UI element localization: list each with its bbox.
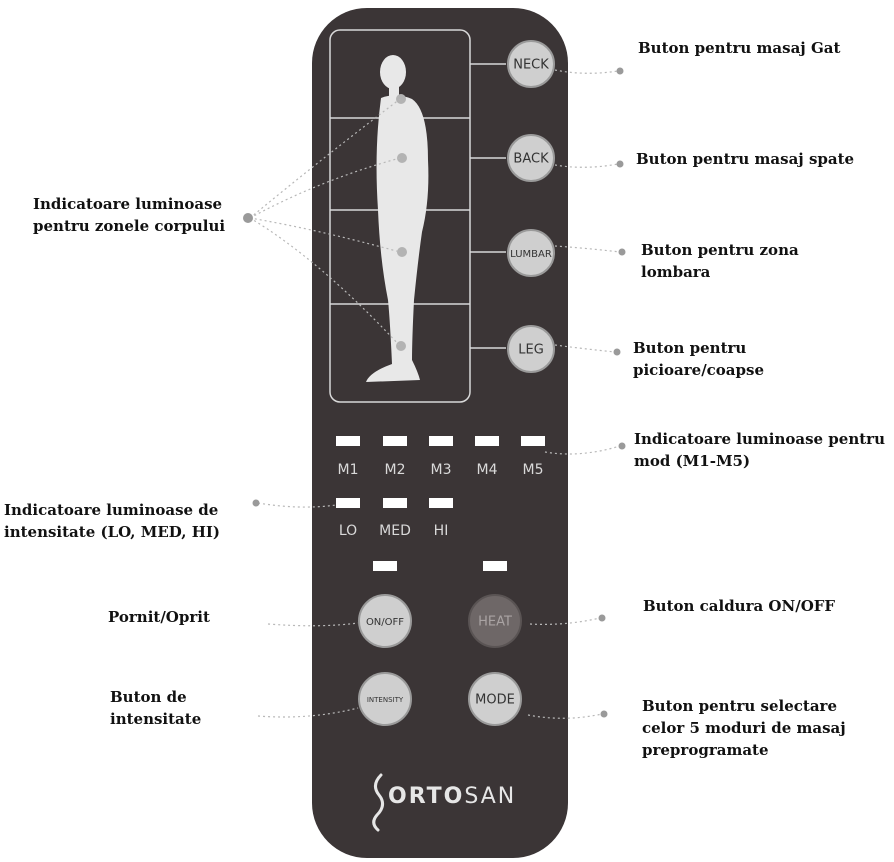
zone-indicator-neck <box>396 94 406 104</box>
leader-lines <box>249 69 621 719</box>
callout-back: Buton pentru masaj spate <box>636 150 855 168</box>
heat-indicator <box>483 561 507 571</box>
mode-label-m1: M1 <box>338 462 359 478</box>
mode-label-m3: M3 <box>431 462 452 478</box>
lumbar-button-label: LUMBAR <box>510 249 552 260</box>
spine-icon <box>372 773 384 832</box>
lumbar-button[interactable]: LUMBAR <box>507 229 555 277</box>
mode-indicator-m3 <box>429 436 453 446</box>
zone-indicator-lumbar <box>397 247 407 257</box>
mode-label-m2: M2 <box>385 462 406 478</box>
intensity-label-med: MED <box>379 523 411 539</box>
logo-text: ORTOSAN <box>388 784 516 809</box>
heat-button-label: HEAT <box>478 615 512 630</box>
neck-button-label: NECK <box>513 58 549 73</box>
mode-label-m5: M5 <box>523 462 544 478</box>
mode-button[interactable]: MODE <box>468 672 522 726</box>
intensity-label-hi: HI <box>434 523 449 539</box>
mode-indicator-m2 <box>383 436 407 446</box>
leg-button[interactable]: LEG <box>507 325 555 373</box>
mode-indicators <box>336 436 545 446</box>
callout-heat-button: Buton caldura ON/OFF <box>643 597 836 615</box>
heat-button[interactable]: HEAT <box>468 594 522 648</box>
back-button[interactable]: BACK <box>507 134 555 182</box>
back-button-label: BACK <box>513 152 549 167</box>
mode-indicator-m1 <box>336 436 360 446</box>
callout-lumbar: Buton pentru zona lombara <box>641 241 799 281</box>
intensity-indicator-med <box>383 498 407 508</box>
callout-neck: Buton pentru masaj Gat <box>638 39 841 57</box>
neck-button[interactable]: NECK <box>507 40 555 88</box>
intensity-indicators <box>336 498 453 508</box>
intensity-button-label: INTENSITY <box>367 696 404 704</box>
ortosan-logo: ORTOSAN <box>372 773 516 832</box>
intensity-label-lo: LO <box>339 523 357 539</box>
callout-intensity-button: Buton de intensitate <box>110 688 202 728</box>
zone-indicator-leg <box>396 341 406 351</box>
callout-mode-indicators: Indicatoare luminoase pentru mod (M1-M5) <box>634 430 885 470</box>
intensity-indicator-hi <box>429 498 453 508</box>
mode-button-label: MODE <box>475 693 515 708</box>
human-silhouette <box>366 55 429 382</box>
callout-mode-button: Buton pentru selectare celor 5 moduri de… <box>642 697 846 759</box>
mode-indicator-m4 <box>475 436 499 446</box>
zone-indicator-back <box>397 153 407 163</box>
mode-label-m4: M4 <box>477 462 498 478</box>
on-off-button-label: ON/OFF <box>366 617 404 628</box>
power-indicator <box>373 561 397 571</box>
body-zone-indicators <box>396 94 407 351</box>
zone-connectors <box>470 63 506 349</box>
mode-indicator-m5 <box>521 436 545 446</box>
callout-on-off: Pornit/Oprit <box>108 608 210 626</box>
leader-dots <box>243 67 626 718</box>
on-off-button[interactable]: ON/OFF <box>358 594 412 648</box>
callout-intensity-indicators: Indicatoare luminoase de intensitate (LO… <box>4 501 220 541</box>
callout-leg: Buton pentru picioare/coapse <box>633 339 765 379</box>
leg-button-label: LEG <box>518 343 544 358</box>
intensity-indicator-lo <box>336 498 360 508</box>
logo-text-light: SAN <box>464 784 516 809</box>
callout-body-zones: Indicatoare luminoase pentru zonele corp… <box>33 195 226 235</box>
intensity-button[interactable]: INTENSITY <box>358 672 412 726</box>
logo-text-strong: ORTO <box>388 784 464 809</box>
